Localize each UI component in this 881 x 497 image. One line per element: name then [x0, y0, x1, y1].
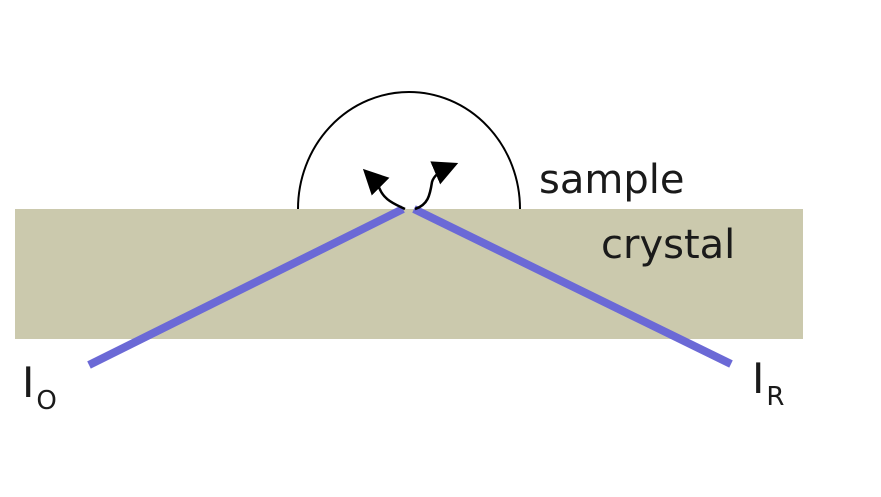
sample-semicircle: [297, 91, 521, 210]
reflected-intensity-symbol: I: [752, 354, 765, 403]
sample-label: sample: [539, 157, 685, 203]
incident-intensity-subscript: O: [36, 386, 57, 416]
reflected-intensity-subscript: R: [766, 382, 785, 412]
reflected-intensity-label: IR: [752, 358, 785, 412]
evanescent-arrow-right: [414, 161, 459, 211]
crystal-slab: [15, 209, 803, 339]
incident-beam: [87, 205, 405, 369]
crystal-label: crystal: [601, 222, 736, 268]
incident-intensity-label: IO: [22, 362, 57, 416]
evanescent-arrow-left: [362, 168, 406, 211]
incident-intensity-symbol: I: [22, 358, 35, 407]
reflected-beam: [412, 205, 733, 368]
